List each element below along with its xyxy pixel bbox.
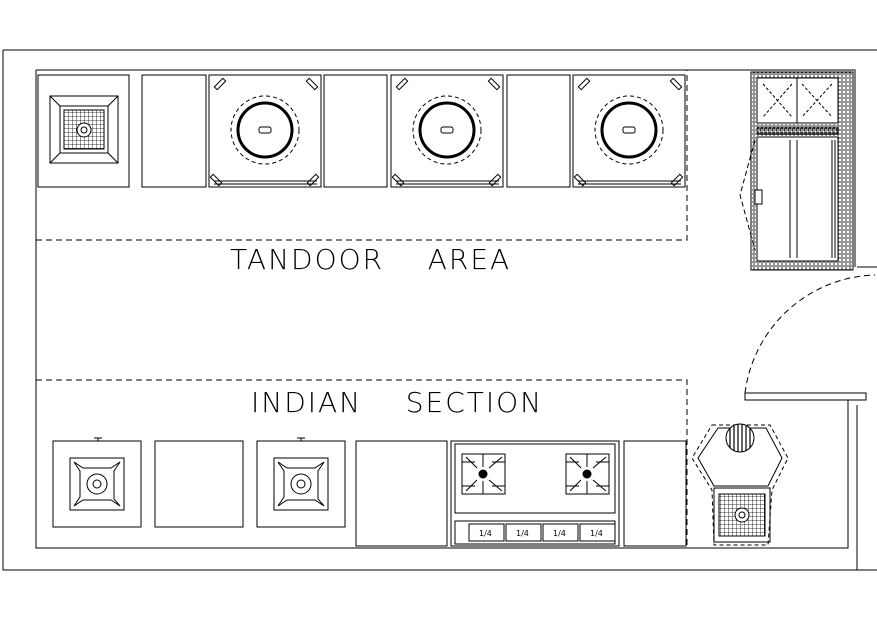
kitchen-boundary [35,69,877,549]
refrigerator-unit [739,71,854,271]
worktable [323,74,388,188]
stock-pot-range [52,437,142,528]
tandoor-oven [208,74,322,188]
outer-wall [2,49,877,571]
well-label: 1/4 [516,529,529,538]
worktable [154,440,244,528]
range-with-burners [450,440,620,547]
corner-fryer-unit [691,423,789,546]
tandoor-oven [390,74,504,188]
range-burner-unit [37,74,130,188]
well-label: 1/4 [590,529,603,538]
worktable [355,440,448,547]
well-label: 1/4 [479,529,492,538]
tandoor-area-label: TANDOOR AREA [230,243,511,276]
tandoor-oven [572,74,686,188]
door-swing-arc [744,274,876,394]
well-label: 1/4 [553,529,566,538]
door-threshold [744,392,867,401]
worktable [623,440,687,547]
indian-section-boundary [36,379,688,548]
indian-section-label: INDIAN SECTION [251,386,543,419]
worktable [141,74,207,188]
stock-pot-range [256,437,346,528]
worktable [506,74,571,188]
tandoor-area-boundary [36,70,688,241]
